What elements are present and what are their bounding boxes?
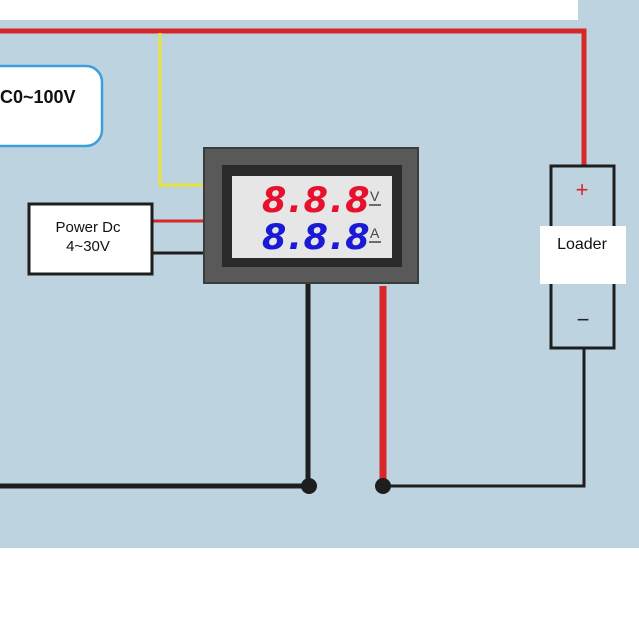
top-red-wire xyxy=(0,28,587,166)
loader: + Loader − xyxy=(540,164,626,350)
voltage-callout: C0~100V xyxy=(0,64,104,148)
yellow-sense-wire xyxy=(158,33,206,187)
loader-label-box xyxy=(540,226,626,284)
power-supply: Power Dc 4~30V xyxy=(27,202,154,276)
loader-negative-wire xyxy=(383,346,586,488)
power-supply-name: Power Dc xyxy=(55,219,121,236)
power-supply-box xyxy=(27,202,154,276)
top-panel xyxy=(0,0,578,20)
volt-amp-meter: 8.8.8 V 8.8.8 A xyxy=(203,147,419,284)
current-reading: 8.8.8 xyxy=(262,218,372,258)
voltage-reading: 8.8.8 xyxy=(262,181,372,221)
shunt-junction-dot xyxy=(375,478,391,494)
ground-junction-dot xyxy=(301,478,317,494)
current-unit: A xyxy=(370,225,380,241)
voltage-callout-bubble xyxy=(0,64,104,148)
voltage-range-label: C0~100V xyxy=(0,87,76,107)
loader-positive-sign: + xyxy=(576,177,589,202)
meter-screen xyxy=(232,176,392,258)
loader-negative-sign: − xyxy=(577,307,590,332)
loader-label: Loader xyxy=(557,236,607,253)
voltage-unit: V xyxy=(370,188,380,204)
power-supply-range: 4~30V xyxy=(66,238,110,255)
